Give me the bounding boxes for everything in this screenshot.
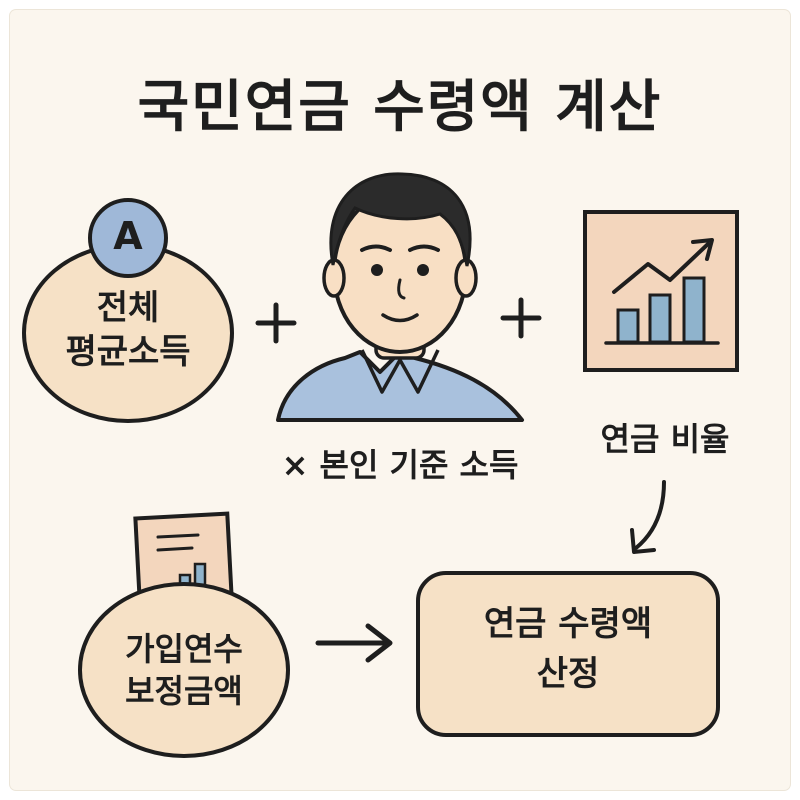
chart-bar [648, 293, 672, 344]
result-box-line2: 산정 [536, 654, 600, 694]
page-title: 국민연금 수령액 계산 [137, 75, 663, 140]
badge-letter: A [113, 214, 143, 258]
person-eye [417, 264, 429, 276]
person-hair [329, 172, 472, 267]
person-brow [408, 244, 440, 252]
person-caption: × 본인 기준 소득 [281, 446, 519, 484]
years-bubble [78, 582, 290, 758]
right-arrow-icon [315, 623, 393, 663]
income-bubble-line2: 평균소득 [65, 332, 191, 372]
chart-bar [682, 276, 706, 344]
result-box-line1: 연금 수령액 [483, 604, 653, 644]
result-box [416, 571, 720, 737]
person-nose [397, 278, 406, 300]
person-illustration [276, 172, 524, 422]
person-collar [360, 349, 440, 394]
person-mouth [381, 313, 419, 323]
pension-ratio-caption: 연금 비율 [600, 420, 730, 458]
trend-line [612, 242, 710, 294]
chart-bar [616, 308, 640, 344]
person-brow [360, 244, 392, 252]
years-bubble-line2: 보정금액 [125, 672, 243, 710]
years-bubble-line1: 가입연수 [125, 630, 243, 668]
badge-a-icon [88, 198, 168, 278]
arrow-head-icon [691, 238, 714, 261]
person-eye [371, 264, 383, 276]
person-ear [322, 258, 346, 298]
growth-chart-icon [583, 210, 739, 372]
plus-icon [500, 297, 542, 339]
down-arrow-icon [630, 480, 666, 554]
income-bubble-line1: 전체 [96, 288, 160, 328]
plus-icon [255, 302, 297, 344]
